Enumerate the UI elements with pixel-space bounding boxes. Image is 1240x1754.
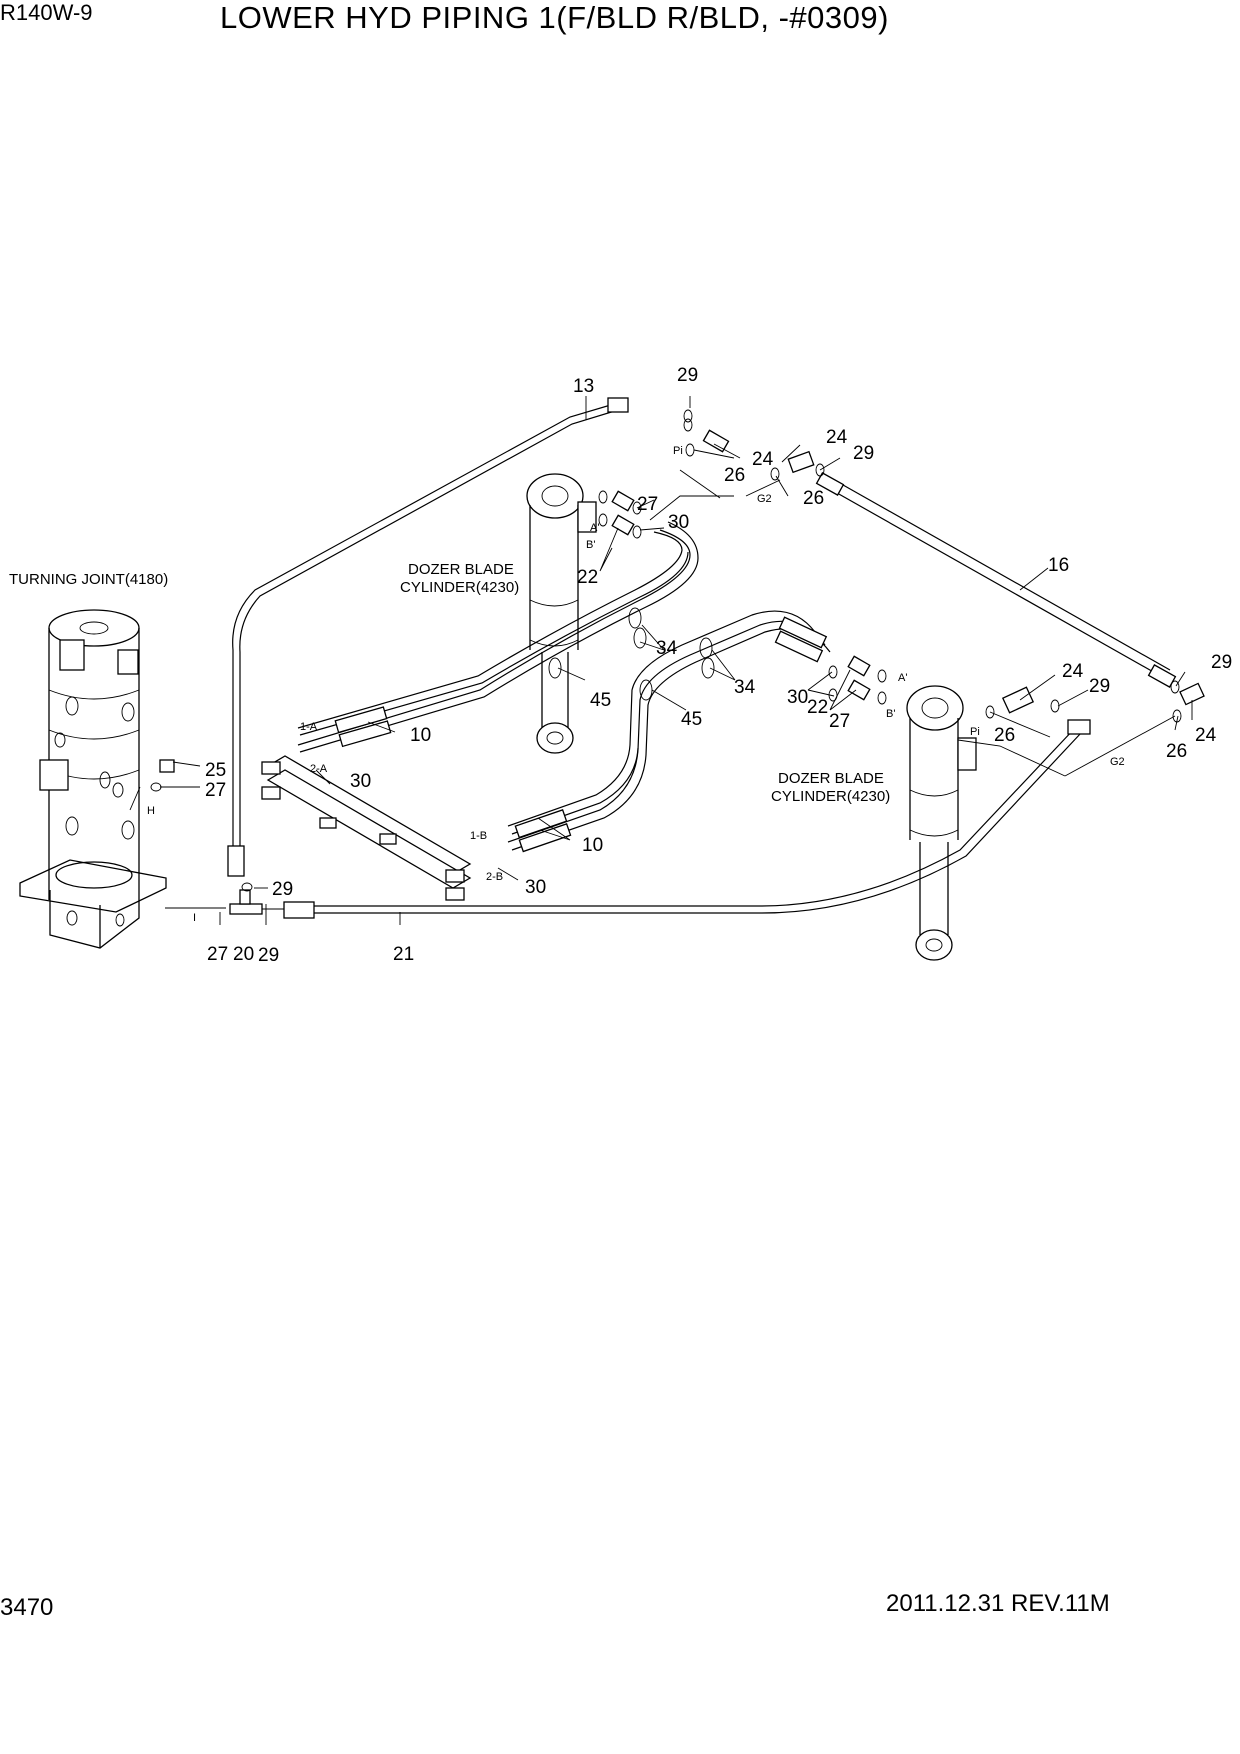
turning-joint: TURNING JOINT(4180) [9,571,168,949]
callout-25: 25 [205,760,226,781]
callout-45: 45 [590,690,611,711]
callout-10: 10 [582,835,603,856]
callout-10: 10 [410,725,431,746]
callout-30: 30 [668,512,689,533]
callout-numbers: 13 29 24 26 24 29 26 27 30 22 16 34 45 1… [205,365,1232,966]
fittings-cyl-2 [828,655,1205,723]
callout-30: 30 [787,687,808,708]
callout-22: 22 [577,567,598,588]
cylinder-1-label-line2: CYLINDER(4230) [400,579,519,596]
port-g2-2: G2 [1110,756,1125,768]
port-b-1: B' [586,539,595,551]
callout-29: 29 [853,443,874,464]
callout-26: 26 [724,465,745,486]
callout-27: 27 [637,494,658,515]
callout-20: 20 [233,944,254,965]
leader-lines [129,396,1193,925]
callout-24: 24 [1195,725,1217,746]
callout-29: 29 [272,879,293,900]
port-h: H [147,805,155,817]
callout-26: 26 [994,725,1015,746]
port-g2-1: G2 [757,493,772,505]
hose-21 [283,719,1091,919]
turning-joint-label: TURNING JOINT(4180) [9,571,168,588]
callout-24: 24 [826,427,848,448]
dozer-blade-cylinder-2 [906,685,977,961]
page-title: LOWER HYD PIPING 1(F/BLD R/BLD, -#0309) [220,0,889,35]
port-pi-2: Pi [970,726,980,738]
port-1b: 1-B [470,830,487,842]
cylinder-2-label-line2: CYLINDER(4230) [771,788,890,805]
callout-27: 27 [829,711,850,732]
callout-13: 13 [573,376,594,397]
port-a-2: A' [898,672,907,684]
callout-29: 29 [677,365,698,386]
callout-26: 26 [1166,741,1187,762]
fittings-cyl-1 [598,409,825,539]
hose-clamps [548,607,715,701]
callout-29: 29 [1211,652,1232,673]
valve-block [261,755,472,901]
callout-26: 26 [803,488,824,509]
port-i: I [193,912,196,924]
callout-45: 45 [681,709,702,730]
port-a-1: A' [590,522,599,534]
port-2b: 2-B [486,871,503,883]
callout-30: 30 [350,771,371,792]
hose-13 [227,397,629,877]
callout-21: 21 [393,944,414,965]
hose-16 [815,472,1177,688]
tee-fitting-20 [165,889,284,925]
hose-pair-10-upper [297,521,699,753]
callout-29: 29 [258,945,279,966]
revision-date: 2011.12.31 REV.11M [886,1590,1110,1617]
port-pi-1: Pi [673,445,683,457]
callout-34: 34 [656,638,678,659]
model-code: R140W-9 [0,0,93,25]
callout-27: 27 [205,780,226,801]
cylinder-1-label-line1: DOZER BLADE [408,561,514,578]
port-b-2: B' [886,708,895,720]
port-2a: 2-A [310,763,328,775]
page-number: 3470 [0,1594,54,1621]
callout-34: 34 [734,677,756,698]
callout-30: 30 [525,877,546,898]
hose-pair-10-lower [507,610,831,853]
cylinder-2-label-line1: DOZER BLADE [778,770,884,787]
callout-27: 27 [207,944,228,965]
callout-22: 22 [807,697,828,718]
dozer-blade-cylinder-1 [526,473,597,754]
callout-24: 24 [752,449,774,470]
port-1a: 1-A [300,721,318,733]
callout-16: 16 [1048,555,1069,576]
callout-24: 24 [1062,661,1084,682]
callout-29: 29 [1089,676,1110,697]
port-labels: Pi G2 A' B' A' B' Pi G2 1-A 2-A 1-B 2-B … [147,445,1125,924]
